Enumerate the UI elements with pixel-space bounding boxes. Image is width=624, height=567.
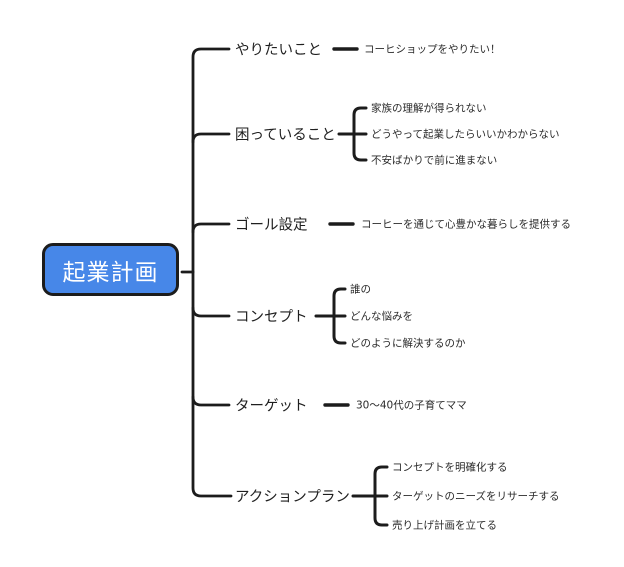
child-node[interactable]: どうやって起業したらいいかわからない: [371, 128, 560, 141]
branch-problems[interactable]: 困っていること: [235, 127, 336, 144]
branch-stub-2: [191, 132, 231, 144]
branch-action-plan[interactable]: アクションプラン: [235, 489, 350, 506]
child-node[interactable]: 不安ばかりで前に進まない: [371, 154, 498, 167]
bracket-6: [351, 465, 389, 527]
root-node[interactable]: 起業計画: [42, 243, 179, 296]
branch-stub-4: [191, 306, 231, 318]
branch-want-to-do[interactable]: やりたいこと: [235, 42, 322, 59]
bracket-2: [337, 106, 368, 162]
root-node-label: 起業計画: [62, 259, 159, 286]
child-node[interactable]: どんな悩みを: [350, 310, 413, 323]
trunk-line: [191, 47, 233, 498]
branch-stub-5: [191, 395, 231, 407]
child-node[interactable]: 家族の理解が得られない: [371, 102, 487, 115]
branch-goal-setting[interactable]: ゴール設定: [235, 217, 308, 234]
child-node[interactable]: 売り上げ計画を立てる: [392, 519, 497, 532]
child-node[interactable]: 30〜40代の子育てママ: [356, 399, 467, 412]
child-node[interactable]: コーヒショップをやりたい！: [364, 43, 501, 56]
child-node[interactable]: コンセプトを明確化する: [392, 461, 508, 474]
child-node[interactable]: 誰の: [350, 283, 371, 296]
branch-target[interactable]: ターゲット: [235, 398, 308, 415]
child-node[interactable]: どのように解決するのか: [350, 337, 466, 350]
child-node[interactable]: ターゲットのニーズをリサーチする: [392, 490, 560, 503]
child-node[interactable]: コーヒーを通じて心豊かな暮らしを提供する: [361, 218, 571, 231]
branch-concept[interactable]: コンセプト: [235, 309, 308, 326]
branch-stub-3: [191, 222, 231, 234]
bracket-4: [314, 287, 347, 345]
